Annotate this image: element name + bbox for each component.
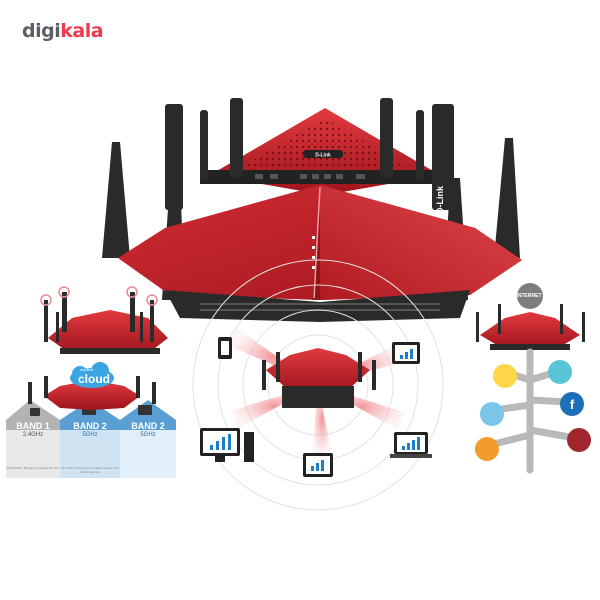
cloud-badge-top: mydlink [80, 367, 94, 372]
logo-text-kala: kala [60, 20, 104, 42]
cloud-badge-label: cloud [78, 372, 110, 386]
internet-label: INTERNET [516, 293, 542, 299]
band2-desc: HD Video Streaming, Portable Devices and… [61, 466, 119, 474]
band2-name: BAND 2 [73, 421, 107, 431]
band2-freq: 5GHz [82, 432, 98, 438]
coverage-diagram [192, 259, 444, 511]
router-coverage [266, 348, 370, 392]
band3-name: BAND 2 [131, 421, 165, 431]
video-icon [567, 428, 591, 452]
router-base [165, 290, 470, 322]
router-tree [480, 312, 580, 350]
photo-icon [548, 360, 572, 384]
pc-tower-icon [244, 432, 254, 462]
logo-text-digi: digi [22, 20, 61, 42]
status-leds [312, 236, 315, 269]
router-mini-left [40, 286, 168, 354]
router-main-body [118, 185, 522, 322]
email-icon [475, 437, 499, 461]
router-logo-plate [303, 150, 343, 158]
antenna-brand-text: D-Link [435, 185, 445, 214]
tree-branches [486, 348, 579, 474]
band-panel [6, 362, 176, 478]
internet-tree: f [475, 283, 591, 474]
site-logo[interactable]: digikala [22, 20, 104, 42]
router-logo-text: D-Link [315, 153, 331, 159]
band1-freq: 2.4GHz [22, 432, 44, 438]
band3-freq: 5GHz [140, 432, 156, 438]
svg-text:f: f [570, 397, 575, 412]
band1-desc: Web/E-Mail, Blogging, portable Devices [6, 466, 60, 470]
music-icon [480, 402, 504, 426]
internet-globe [517, 283, 543, 309]
facebook-icon [560, 392, 584, 416]
game-icon [493, 364, 517, 388]
band1-name: BAND 1 [16, 421, 50, 431]
